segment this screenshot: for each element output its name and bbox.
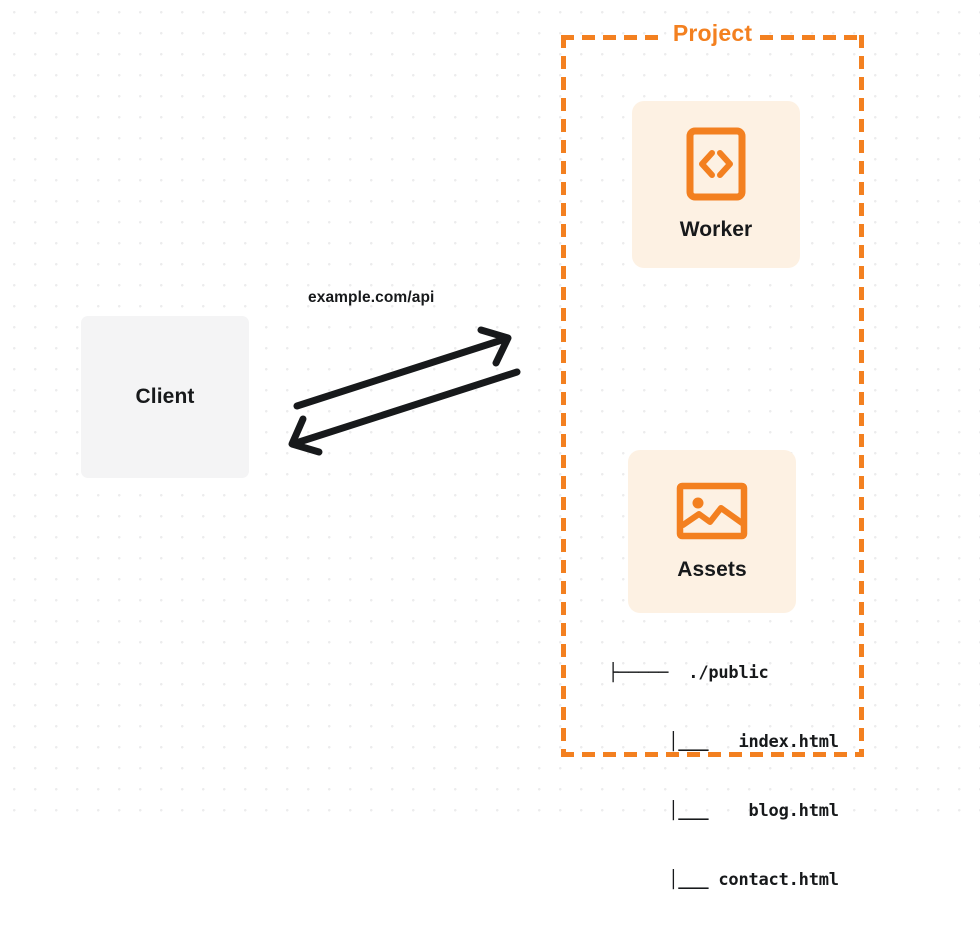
file-tree-line: │___ contact.html: [608, 870, 839, 890]
assets-label: Assets: [677, 558, 747, 581]
request-arrow-line: [293, 335, 509, 410]
diagram-canvas: Client example.com/api Project: [0, 0, 980, 890]
file-tree-line: │___ index.html: [608, 732, 839, 752]
project-border-left: [561, 35, 566, 757]
connection-url-label: example.com/api: [308, 289, 435, 306]
client-node[interactable]: Client: [81, 316, 249, 478]
file-tree-line: │___ blog.html: [608, 801, 839, 821]
assets-node[interactable]: Assets: [628, 450, 796, 613]
project-border-top-left: [561, 35, 665, 40]
file-tree-line: ├───── ./public: [608, 663, 769, 683]
assets-file-tree: ├───── ./public │___ index.html │___ blo…: [608, 616, 839, 938]
client-label: Client: [135, 385, 195, 408]
project-border-right: [859, 35, 864, 757]
project-border-bottom: [561, 752, 864, 757]
image-icon: [676, 481, 748, 546]
worker-node[interactable]: Worker: [632, 101, 800, 268]
worker-label: Worker: [679, 218, 753, 241]
response-arrow-line: [292, 368, 521, 447]
project-border-top-right: [760, 35, 864, 40]
project-container: Project Worker Assets: [561, 20, 864, 890]
project-title: Project: [665, 20, 760, 47]
response-arrow-head: [288, 415, 323, 456]
request-arrow-head: [477, 326, 512, 367]
code-brackets-icon: [686, 127, 746, 206]
